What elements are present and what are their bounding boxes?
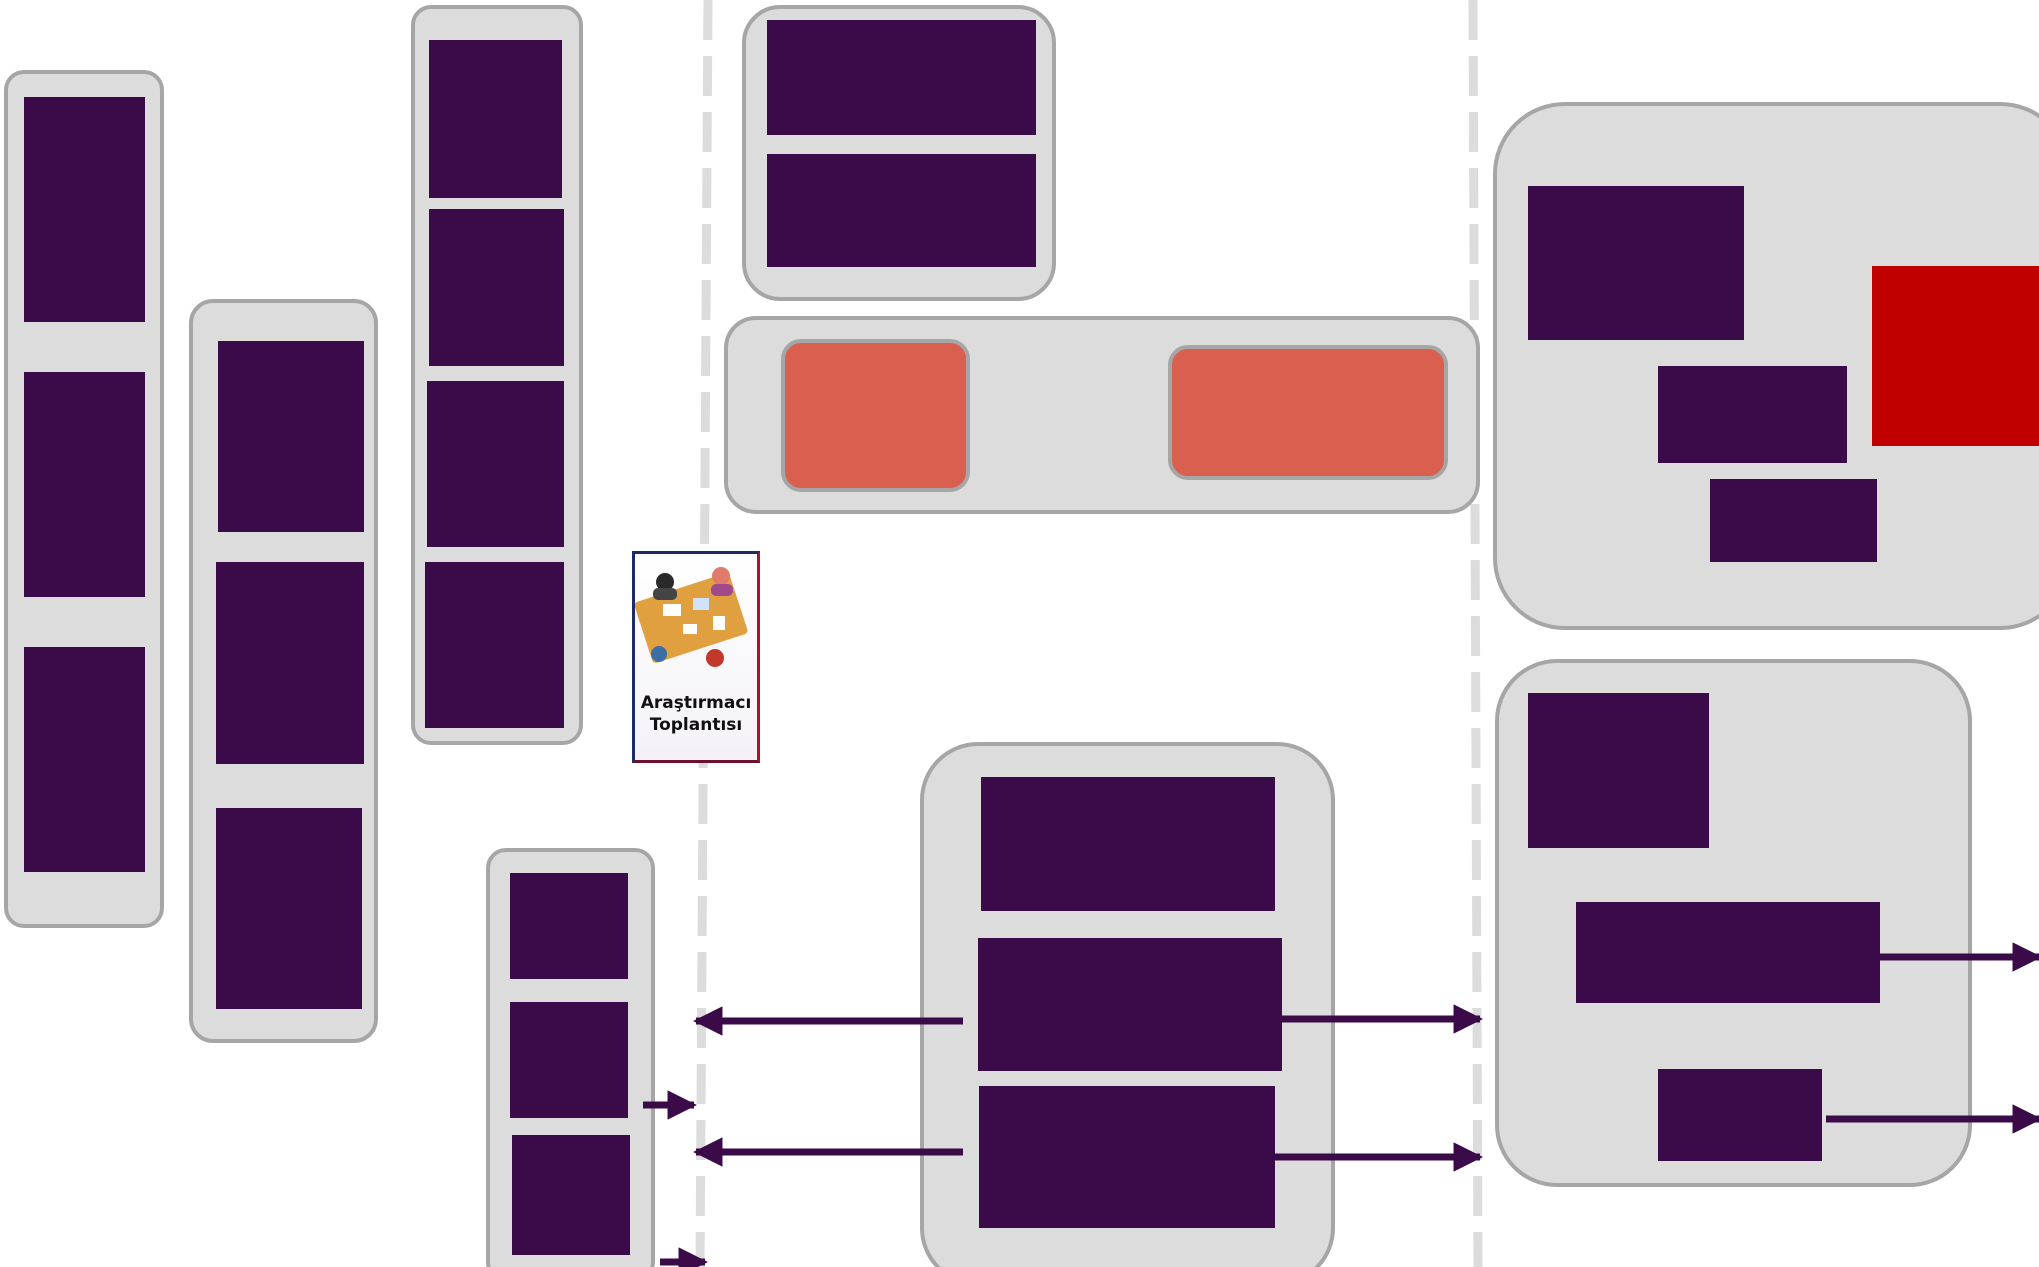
group-right-top bbox=[1493, 102, 2039, 630]
group-column-4 bbox=[486, 848, 655, 1267]
red-block bbox=[1872, 266, 2039, 446]
block bbox=[1658, 1069, 1822, 1161]
group-column-3 bbox=[411, 5, 583, 745]
salmon-block bbox=[781, 339, 970, 492]
meeting-card[interactable]: Araştırmacı Toplantısı bbox=[632, 551, 760, 763]
block bbox=[1528, 186, 1744, 340]
block bbox=[216, 808, 362, 1009]
block bbox=[427, 381, 564, 547]
group-wide-middle bbox=[724, 316, 1480, 514]
block bbox=[978, 938, 1282, 1071]
block bbox=[979, 1086, 1275, 1228]
arrows bbox=[643, 942, 2039, 1267]
block bbox=[429, 40, 562, 198]
block bbox=[216, 562, 364, 764]
block bbox=[218, 341, 364, 532]
meeting-table-icon bbox=[635, 567, 748, 667]
block bbox=[1710, 479, 1877, 562]
block bbox=[512, 1135, 630, 1255]
block bbox=[24, 372, 145, 597]
block bbox=[767, 20, 1036, 135]
block bbox=[24, 647, 145, 872]
block bbox=[1528, 693, 1709, 848]
block bbox=[425, 562, 564, 728]
block bbox=[767, 154, 1036, 267]
meeting-card-label: Araştırmacı Toplantısı bbox=[640, 693, 752, 735]
group-column-1 bbox=[4, 70, 164, 928]
salmon-block bbox=[1168, 345, 1448, 480]
block bbox=[510, 1002, 628, 1118]
block bbox=[981, 777, 1275, 911]
block bbox=[1658, 366, 1847, 463]
block bbox=[510, 873, 628, 979]
group-top-middle bbox=[742, 5, 1056, 301]
block bbox=[24, 97, 145, 322]
group-bottom-middle bbox=[920, 742, 1335, 1267]
block bbox=[1576, 902, 1880, 1003]
group-column-2 bbox=[189, 299, 378, 1043]
group-right-bottom bbox=[1495, 659, 1972, 1187]
block bbox=[429, 209, 564, 366]
divider-right bbox=[1468, 0, 1483, 1267]
